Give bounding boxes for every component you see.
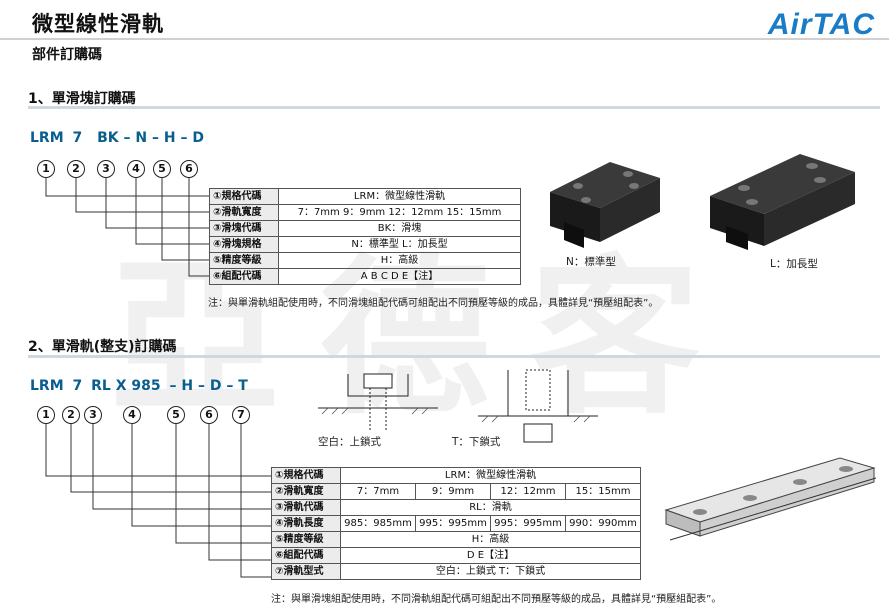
marker-6: 6: [180, 160, 198, 178]
marker-5: 5: [153, 160, 171, 178]
row-label: ②滑軌寬度: [271, 483, 341, 500]
code-part: X: [115, 378, 127, 394]
row-value: D E【注】: [340, 547, 641, 564]
row-label: ①規格代碼: [271, 467, 341, 484]
code-part: H: [163, 130, 176, 146]
code-part: 7: [72, 130, 83, 146]
row-value: RL：滑軌: [340, 499, 641, 516]
section2-heading: 2、單滑軌(整支)訂購碼: [28, 339, 177, 355]
row-value: 12：12mm: [490, 483, 566, 500]
code-part: –: [123, 130, 131, 146]
row-label: ④滑塊規格: [209, 236, 279, 253]
row-value: 9：9mm: [415, 483, 491, 500]
marker-2: 2: [62, 406, 80, 424]
row-value: 995：995mm: [415, 515, 491, 532]
section1-order-code: LRM 7 BK – N – H – D: [30, 130, 204, 146]
page-title: 微型線性滑軌: [32, 12, 164, 36]
marker-3: 3: [97, 160, 115, 178]
code-part: 985: [131, 378, 161, 394]
caption-long: L：加長型: [770, 258, 818, 270]
section1-note: 注：與單滑軌組配使用時，不同滑塊組配代碼可組配出不同預壓等級的成品，具體詳見“預…: [208, 298, 659, 309]
code-part: –: [169, 378, 177, 394]
code-part: D: [192, 130, 204, 146]
marker-3: 3: [84, 406, 102, 424]
code-part: LRM: [30, 130, 64, 146]
bottom-lock-diagram: [478, 369, 598, 443]
section2-order-code: LRM 7 RL X 985 – H – D – T: [30, 378, 248, 394]
slider-block-long-image: [710, 154, 855, 250]
row-value: A B C D E【注】: [278, 268, 521, 285]
section1-divider: [28, 106, 880, 109]
marker-1: 1: [37, 406, 55, 424]
code-part: –: [226, 378, 234, 394]
marker-4: 4: [123, 406, 141, 424]
row-label: ⑦滑軌型式: [271, 563, 341, 580]
row-label: ⑥組配代碼: [209, 268, 279, 285]
caption-standard: N：標準型: [566, 256, 616, 268]
marker-6: 6: [200, 406, 218, 424]
section2-note: 注：與單滑塊組配使用時，不同滑軌組配代碼可組配出不同預壓等級的成品，具體詳見“預…: [271, 594, 722, 605]
row-value: 15：15mm: [565, 483, 641, 500]
code-part: –: [197, 378, 205, 394]
row-value: 7：7mm: [340, 483, 416, 500]
marker-1: 1: [37, 160, 55, 178]
section2-divider: [28, 355, 880, 358]
row-label: ②滑軌寬度: [209, 204, 279, 221]
caption-bottom-lock: T：下鎖式: [452, 436, 501, 448]
code-part: –: [180, 130, 188, 146]
row-label: ①規格代碼: [209, 188, 279, 205]
row-value: H：高級: [340, 531, 641, 548]
table-row: ②滑軌寬度 7：7mm 9：9mm 12：12mm 15：15mm: [271, 483, 641, 500]
section1-heading: 1、單滑塊訂購碼: [28, 91, 136, 107]
marker-7: 7: [232, 406, 250, 424]
row-value: 空白：上鎖式 T：下鎖式: [340, 563, 641, 580]
code-part: N: [135, 130, 148, 146]
code-part: T: [238, 378, 248, 394]
marker-2: 2: [67, 160, 85, 178]
code-part: RL: [91, 378, 111, 394]
row-label: ③滑軌代碼: [271, 499, 341, 516]
top-lock-diagram: [318, 373, 438, 430]
marker-4: 4: [127, 160, 145, 178]
table-row: ④滑軌長度 985：985mm 995：995mm 995：995mm 990：…: [271, 515, 641, 532]
code-part: D: [209, 378, 222, 394]
slider-block-standard-image: [550, 162, 660, 248]
row-label: ④滑軌長度: [271, 515, 341, 532]
row-label: ⑥組配代碼: [271, 547, 341, 564]
brand-logo: AirTAC: [767, 8, 875, 41]
code-part: –: [152, 130, 160, 146]
table-row: ⑦滑軌型式空白：上鎖式 T：下鎖式: [271, 563, 641, 580]
code-part: H: [181, 378, 194, 394]
code-part: LRM: [30, 378, 64, 394]
code-part: BK: [97, 130, 119, 146]
header-divider: [0, 38, 889, 40]
row-value: LRM：微型線性滑軌: [340, 467, 641, 484]
row-value: 985：985mm: [340, 515, 416, 532]
row-value: 990：990mm: [565, 515, 641, 532]
caption-top-lock: 空白：上鎖式: [318, 436, 381, 448]
code-part: 7: [72, 378, 83, 394]
marker-5: 5: [167, 406, 185, 424]
page-subtitle: 部件訂購碼: [32, 47, 102, 63]
row-label: ⑤精度等級: [271, 531, 341, 548]
rail-image: [664, 457, 877, 541]
row-value: 995：995mm: [490, 515, 566, 532]
